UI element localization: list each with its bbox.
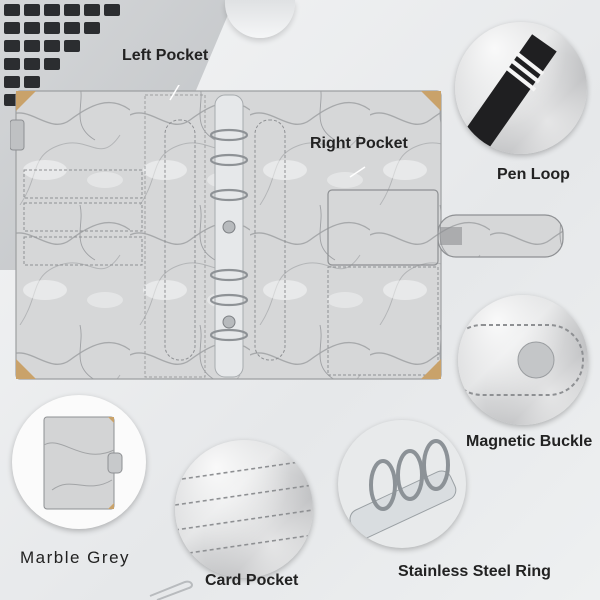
marble-grey-label: Marble Grey bbox=[20, 548, 131, 567]
pen-loop-detail bbox=[455, 22, 587, 154]
card-pocket-detail bbox=[175, 440, 313, 578]
stainless-steel-ring-detail bbox=[338, 420, 466, 548]
magnetic-buckle-label: Magnetic Buckle bbox=[466, 433, 593, 450]
card-pocket-label: Card Pocket bbox=[205, 572, 299, 589]
left-pocket-label: Left Pocket bbox=[122, 47, 209, 64]
paper-clip-icon bbox=[149, 580, 193, 600]
marble-grey-detail bbox=[12, 395, 146, 529]
stainless-steel-ring-label: Stainless Steel Ring bbox=[398, 563, 551, 580]
magnetic-buckle-detail bbox=[458, 295, 588, 425]
pen-loop-label: Pen Loop bbox=[497, 166, 570, 183]
mouse-image bbox=[225, 0, 295, 38]
open-binder-image bbox=[10, 85, 564, 380]
right-pocket-label: Right Pocket bbox=[310, 135, 408, 152]
